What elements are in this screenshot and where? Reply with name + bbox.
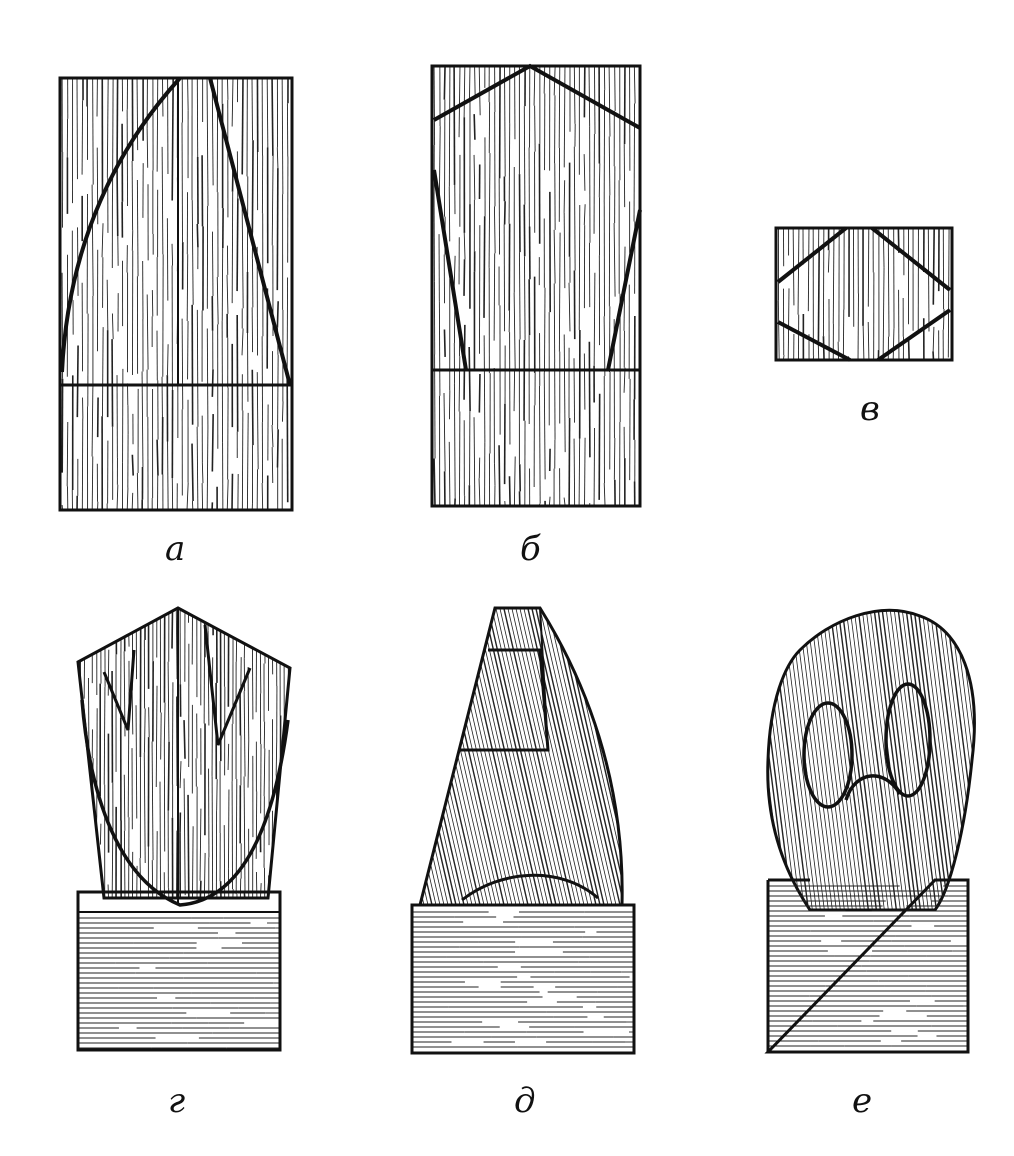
panel-v-hatching [777, 228, 950, 360]
panel-d [410, 606, 636, 1055]
panel-b-hatching [433, 66, 636, 506]
panel-e [764, 608, 976, 1054]
panel-v [774, 226, 954, 362]
panel-g-crown-contour [80, 699, 290, 907]
panel-d-root-arc [461, 873, 599, 902]
panel-g-left-notch [102, 649, 136, 731]
panel-v-block-outline [774, 226, 954, 362]
panel-b-left-cut [432, 169, 468, 371]
panel-d-base-outline [410, 903, 636, 1055]
panel-a [58, 76, 294, 512]
panel-g-label: г [168, 1081, 185, 1121]
panel-d-edge-line [539, 607, 549, 751]
panel-b-label: б [520, 529, 541, 569]
panel-b [430, 63, 642, 508]
panel-g-base-hatching [78, 917, 280, 1049]
panel-a-curve-cut [60, 76, 182, 373]
panel-b-top-cut [433, 63, 641, 130]
panel-e-base-outline [764, 878, 970, 1054]
panel-e-crown-outline [766, 608, 976, 912]
panel-a-slant-cut [208, 77, 292, 386]
panel-b-block-outline [430, 64, 642, 508]
panel-a-hatching [61, 78, 289, 510]
panel-e-label: е [852, 1081, 872, 1121]
panel-g-base-outline [76, 890, 282, 1052]
panel-e-right-hollow [884, 682, 932, 798]
panel-g-crown-outline [76, 606, 292, 900]
panel-g [76, 606, 292, 1052]
panel-a-label: а [165, 529, 185, 569]
panel-g-crown-hatching [79, 608, 290, 898]
panel-d-crown-hatching [420, 608, 623, 905]
panel-d-label: д [514, 1081, 536, 1121]
panel-v-corner-cuts [776, 226, 952, 362]
panel-b-right-cut [606, 209, 642, 371]
panel-v-label: в [860, 389, 880, 429]
panel-e-left-hollow [802, 701, 854, 809]
panel-d-step-cut [458, 648, 550, 752]
panel-a-block-outline [58, 76, 294, 512]
panel-d-crown-outline [418, 606, 624, 907]
panel-e-ridge [844, 774, 902, 801]
panel-g-right-notch [203, 624, 252, 746]
panel-d-base-hatching [412, 911, 634, 1053]
